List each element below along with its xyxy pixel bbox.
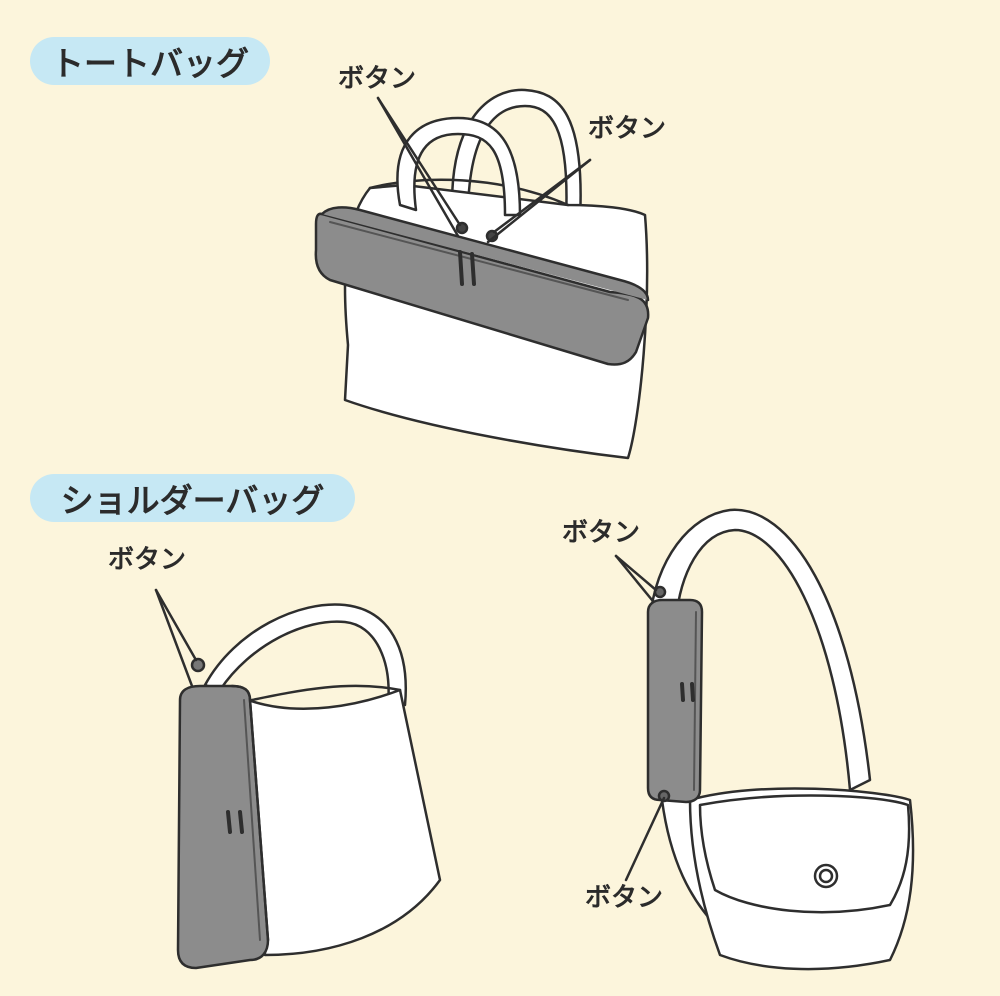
shoulder-zip-pull-1: [228, 812, 230, 832]
messenger-snap-inner: [820, 870, 832, 882]
shoulder-button-dot: [192, 659, 204, 671]
messenger-zip-pull-1: [682, 684, 683, 700]
messenger-button-top-label: ボタン: [562, 520, 640, 546]
tote-button-right-label: ボタン: [588, 116, 666, 142]
shoulder-bag-section-title: ショルダーバッグ: [30, 474, 355, 522]
tote-button-left-label: ボタン: [338, 66, 416, 92]
messenger-button-top-dot: [655, 587, 665, 597]
shoulder-button-label: ボタン: [108, 547, 186, 573]
messenger-zip-pull-2: [692, 684, 693, 700]
shoulder-bag-title-text: ショルダーバッグ: [61, 474, 325, 522]
messenger-flap: [700, 796, 909, 913]
messenger-button-bottom-label: ボタン: [585, 885, 663, 911]
tote-zip-pull-1: [460, 252, 462, 284]
tote-bag-section-title: トートバッグ: [30, 37, 270, 85]
tote-zip-pull-2: [472, 254, 474, 284]
tote-bag-title-text: トートバッグ: [51, 37, 249, 85]
shoulder-zip-pull-2: [240, 812, 242, 832]
